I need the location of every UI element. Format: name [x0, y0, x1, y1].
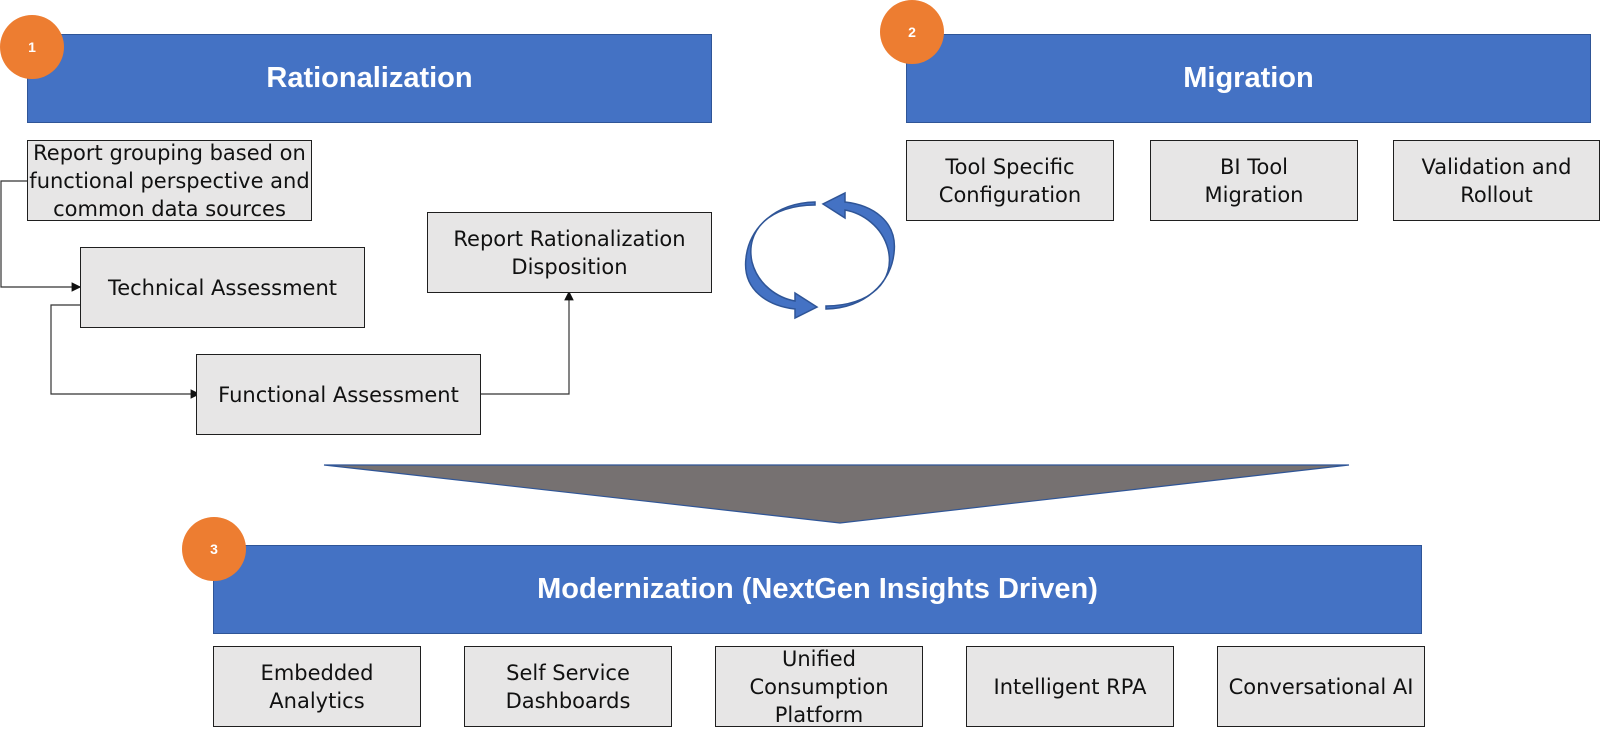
connector-functional-to-disposition — [480, 290, 574, 395]
grouping-box: Report grouping based on functional pers… — [27, 140, 312, 221]
migration-box-label: Tool Specific Configuration — [938, 154, 1082, 207]
modernization-box: Embedded Analytics — [213, 646, 421, 727]
functional-assessment-box: Functional Assessment — [196, 354, 481, 435]
modernization-box-label: Self Service Dashboards — [505, 660, 631, 713]
migration-box-label: Validation and Rollout — [1421, 154, 1572, 207]
modernization-box: Self Service Dashboards — [464, 646, 672, 727]
connector-grouping-to-technical — [0, 180, 82, 292]
modernization-box-label: Conversational AI — [1228, 674, 1414, 699]
rationalization-title: Rationalization — [266, 62, 473, 94]
disposition-box: Report Rationalization Disposition — [427, 212, 712, 293]
circular-refresh-arrows-icon — [744, 191, 896, 320]
step-number: 3 — [210, 541, 218, 557]
migration-box: Validation and Rollout — [1393, 140, 1600, 221]
migration-header: Migration — [906, 34, 1591, 123]
technical-assessment-box: Technical Assessment — [80, 247, 365, 328]
disposition-label: Report Rationalization Disposition — [453, 226, 686, 279]
migration-box: BI Tool Migration — [1150, 140, 1358, 221]
step-badge-3: 3 — [182, 517, 246, 581]
step-number: 1 — [28, 39, 36, 55]
grouping-label: Report grouping based on functional pers… — [29, 140, 310, 221]
modernization-header: Modernization (NextGen Insights Driven) — [213, 545, 1422, 634]
modernization-box: Conversational AI — [1217, 646, 1425, 727]
modernization-box: Intelligent RPA — [966, 646, 1174, 727]
migration-title: Migration — [1183, 62, 1314, 94]
technical-assessment-label: Technical Assessment — [107, 275, 338, 300]
step-badge-2: 2 — [880, 0, 944, 64]
modernization-box: Unified Consumption Platform — [715, 646, 923, 727]
step-badge-1: 1 — [0, 15, 64, 79]
modernization-title: Modernization (NextGen Insights Driven) — [537, 573, 1098, 605]
rationalization-header: Rationalization — [27, 34, 712, 123]
migration-box-label: BI Tool Migration — [1204, 154, 1304, 207]
downward-triangle-icon — [323, 464, 1350, 524]
modernization-box-label: Unified Consumption Platform — [749, 646, 889, 727]
modernization-box-label: Embedded Analytics — [260, 660, 374, 713]
connector-technical-to-functional — [50, 304, 201, 399]
migration-box: Tool Specific Configuration — [906, 140, 1114, 221]
step-number: 2 — [908, 24, 916, 40]
modernization-box-label: Intelligent RPA — [993, 674, 1147, 699]
functional-assessment-label: Functional Assessment — [218, 382, 459, 407]
